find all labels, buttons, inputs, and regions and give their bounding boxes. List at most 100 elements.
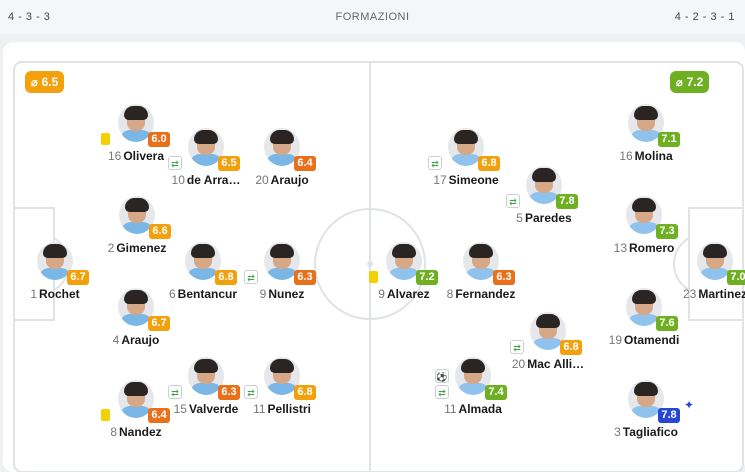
substitution-icon: ⇄: [428, 156, 442, 170]
average-rating-icon: ⌀: [31, 76, 38, 89]
player-name: Martinez: [698, 287, 745, 301]
player-number: 4: [112, 333, 120, 347]
substitution-icon: ⇄: [168, 156, 182, 170]
yellow-card-icon: [101, 409, 110, 421]
player-rating: 6.5: [218, 156, 240, 171]
away-formation: 4 - 2 - 3 - 1: [674, 11, 735, 23]
player-number: 23: [682, 287, 697, 301]
player-rating: 7.1: [658, 132, 680, 147]
player-rating: 6.6: [149, 224, 171, 239]
player-rating: 6.8: [560, 340, 582, 355]
player-name: Simeone: [448, 173, 499, 187]
player-number: 20: [255, 173, 269, 187]
player-name: Bentancur: [177, 287, 238, 301]
player-number: 2: [107, 241, 115, 255]
player-name: Romero: [629, 241, 675, 255]
player-name: de Arra…: [186, 173, 241, 187]
player-rating: 6.4: [148, 408, 170, 423]
player-number: 10: [171, 173, 185, 187]
player-photo: [188, 128, 224, 166]
player-number: 6: [168, 287, 176, 301]
player-rating: 6.3: [493, 270, 515, 285]
player-number: 8: [446, 287, 454, 301]
player-number: 9: [259, 287, 267, 301]
player-photo: [626, 196, 662, 234]
substitution-icon: ⇄: [168, 385, 182, 399]
player-photo: [626, 288, 662, 326]
player-number: 1: [30, 287, 37, 301]
player-rating: 7.3: [656, 224, 678, 239]
player-name: Valverde: [188, 402, 239, 416]
player-rating: 6.7: [67, 270, 89, 285]
goal-icon: ⚽: [435, 369, 449, 383]
best-player-star-icon: ✦: [684, 398, 695, 412]
player-number: 20: [511, 357, 526, 371]
player-name: Mac Alli…: [527, 357, 585, 371]
home-formation: 4 - 3 - 3: [8, 11, 51, 23]
player-name: Araujo: [270, 173, 309, 187]
player-photo: [530, 312, 566, 350]
home-average-rating-badge: ⌀ 6.5: [25, 71, 65, 93]
player-rating: 7.8: [556, 194, 578, 209]
lineups-title: FORMAZIONI: [335, 11, 410, 23]
player-name: Araujo: [121, 333, 160, 347]
player-name: Olivera: [123, 149, 165, 163]
player-name: Paredes: [524, 211, 572, 225]
player-rating: 6.3: [294, 270, 316, 285]
player-number: 5: [516, 211, 523, 225]
player-photo: [697, 242, 733, 280]
average-rating-icon: ⌀: [676, 76, 683, 89]
home-average-rating: 6.5: [41, 75, 59, 89]
away-average-rating: 7.2: [686, 75, 704, 89]
substitution-icon: ⇄: [435, 385, 449, 399]
player-name: Otamendi: [624, 333, 680, 347]
player-number: 9: [378, 287, 385, 301]
player-number: 15: [173, 402, 187, 416]
player-photo: [118, 104, 154, 142]
player-name: Tagliafico: [622, 425, 678, 439]
player-name: Rochet: [39, 287, 80, 301]
player-name: Nandez: [119, 425, 162, 439]
player-rating: 6.8: [215, 270, 237, 285]
player-rating: 7.6: [656, 316, 678, 331]
player-rating: 7.4: [485, 385, 507, 400]
player-name: Gimenez: [116, 241, 167, 255]
player-name: Fernandez: [455, 287, 516, 301]
player-photo: [188, 357, 224, 395]
